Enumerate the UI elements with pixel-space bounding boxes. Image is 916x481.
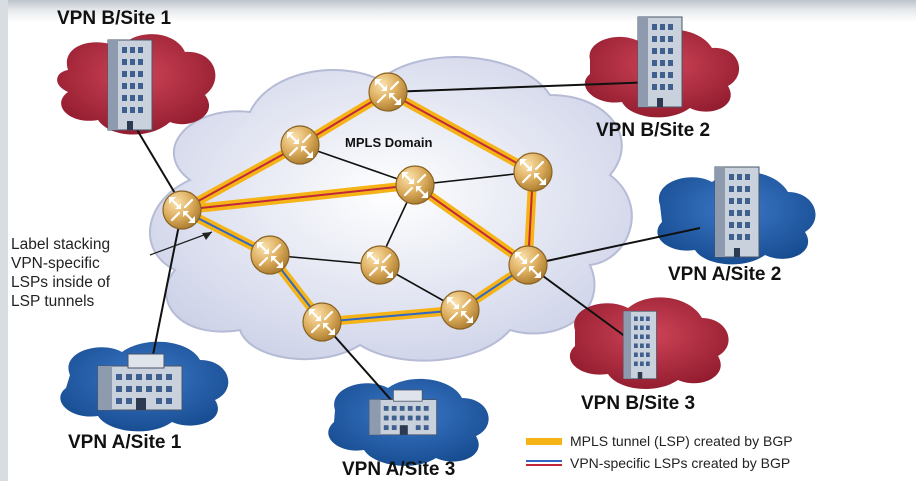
site-label-vpn-b-site1: VPN B/Site 1: [57, 8, 172, 29]
legend-item-vpn-lsp: VPN-specific LSPs created by BGP: [526, 452, 793, 474]
annotation-line: Label stacking: [11, 236, 111, 253]
site-label-vpn-a-site1: VPN A/Site 1: [68, 432, 182, 453]
site-label-vpn-b-site2: VPN B/Site 2: [596, 120, 711, 141]
site-label-vpn-a-site3: VPN A/Site 3: [342, 459, 456, 480]
mpls-domain-cloud: [149, 56, 633, 362]
annotation-line: LSPs inside of: [11, 274, 111, 291]
router-core-1: [279, 124, 321, 166]
router-edge-left: [161, 189, 203, 231]
site-label-vpn-a-site2: VPN A/Site 2: [668, 264, 782, 285]
legend: MPLS tunnel (LSP) created by BGP VPN-spe…: [526, 430, 793, 474]
annotation-line: LSP tunnels: [11, 293, 95, 310]
router-core-lower-left: [249, 234, 291, 276]
router-core-top: [367, 71, 409, 113]
building-vpn-b-site1: [107, 39, 153, 131]
router-core-bottom-left: [301, 301, 343, 343]
label-stacking-annotation: Label stacking VPN-specific LSPs inside …: [11, 235, 110, 311]
building-vpn-a-site2: [714, 166, 760, 258]
building-vpn-b-site2: [637, 16, 683, 108]
router-edge-right: [507, 244, 549, 286]
router-core-bottom-right: [439, 289, 481, 331]
site-label-vpn-b-site3: VPN B/Site 3: [581, 393, 696, 414]
left-edge-strip: [0, 0, 8, 481]
mpls-domain-label: MPLS Domain: [345, 135, 433, 150]
router-core-lower-center: [359, 244, 401, 286]
building-vpn-b-site3: [623, 310, 657, 380]
annotation-line: VPN-specific: [11, 255, 100, 272]
legend-swatch-mpls-tunnel: [526, 437, 562, 445]
router-core-center: [394, 164, 436, 206]
legend-text-mpls-tunnel: MPLS tunnel (LSP) created by BGP: [570, 433, 793, 449]
legend-text-vpn-lsp: VPN-specific LSPs created by BGP: [570, 455, 791, 471]
router-core-right: [512, 151, 554, 193]
legend-swatch-vpn-lsp: [526, 459, 562, 467]
legend-item-mpls-tunnel: MPLS tunnel (LSP) created by BGP: [526, 430, 793, 452]
